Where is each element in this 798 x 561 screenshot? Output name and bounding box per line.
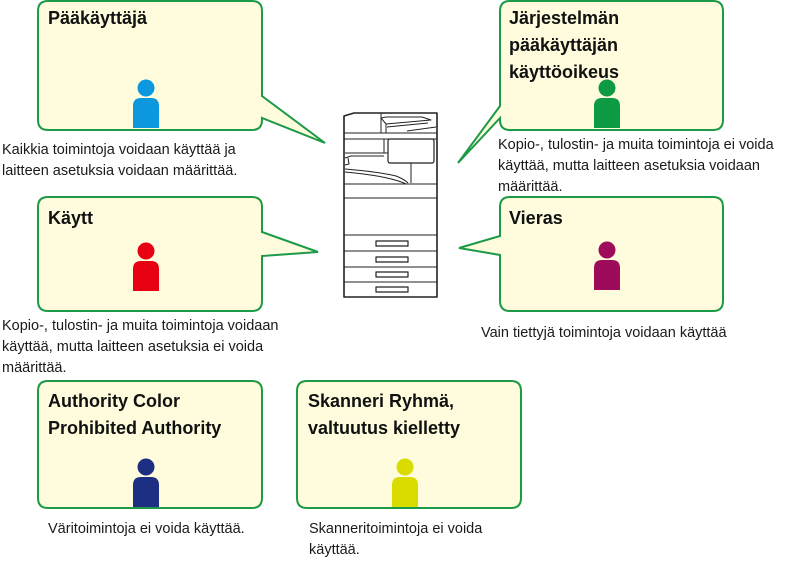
rounded-box-shape	[37, 380, 263, 509]
person-icon	[133, 79, 159, 128]
role-title-color-prohibited: Authority Color Prohibited Authority	[48, 388, 221, 442]
role-description-guest: Vain tiettyjä toimintoja voidaan käyttää	[481, 323, 727, 344]
title-line: Skanneri Ryhmä,	[308, 391, 455, 411]
role-description-color-prohibited: Väritoimintoja ei voida käyttää.	[48, 519, 245, 540]
person-head	[137, 242, 155, 260]
person-head	[598, 79, 616, 97]
rounded-box-shape	[296, 380, 522, 509]
description-line: Vain tiettyjä toimintoja voidaan käyttää	[481, 325, 727, 341]
title-line: Järjestelmän	[509, 8, 620, 28]
person-body	[594, 260, 620, 290]
speech-bubble-shape	[457, 0, 724, 164]
description-line: Kopio-, tulostin- ja muita toimintoja ei…	[498, 137, 774, 153]
role-title-scanner-prohibited: Skanneri Ryhmä, valtuutus kielletty	[308, 388, 460, 442]
person-icon	[133, 458, 159, 507]
person-head	[598, 241, 616, 259]
description-line: käyttää, mutta laitteen asetuksia ei voi…	[2, 339, 264, 355]
role-bubble-color-prohibited	[37, 380, 263, 509]
role-description-administrator: Kaikkia toimintoja voidaan käyttää ja la…	[2, 140, 237, 182]
title-line: pääkäyttäjän	[509, 35, 619, 55]
speech-bubble-shape	[458, 196, 724, 312]
role-description-system-admin-rights: Kopio-, tulostin- ja muita toimintoja ei…	[498, 135, 774, 198]
person-body	[133, 98, 159, 128]
description-line: käyttää.	[309, 542, 360, 558]
role-description-scanner-prohibited: Skanneritoimintoja ei voida käyttää.	[309, 519, 482, 561]
description-line: Väritoimintoja ei voida käyttää.	[48, 521, 245, 537]
person-icon	[594, 241, 620, 290]
person-head	[137, 79, 155, 97]
person-icon	[594, 79, 620, 128]
description-line: Skanneritoimintoja ei voida	[309, 521, 483, 537]
person-body	[133, 261, 159, 291]
person-head	[137, 458, 155, 476]
role-bubble-user	[37, 196, 319, 312]
multifunction-printer-icon	[343, 112, 438, 298]
role-title-guest: Vieras	[509, 208, 563, 228]
role-title-system-admin-rights: Järjestelmän pääkäyttäjän käyttöoikeus	[509, 5, 619, 86]
person-body	[594, 98, 620, 128]
description-line: määrittää.	[498, 179, 563, 195]
title-line: valtuutus kielletty	[308, 418, 461, 438]
role-bubble-scanner-prohibited	[296, 380, 522, 509]
speech-bubble-shape	[37, 196, 319, 312]
title-line: Prohibited Authority	[48, 418, 222, 438]
role-bubble-guest	[458, 196, 724, 312]
person-head	[396, 458, 414, 476]
person-body	[133, 477, 159, 507]
speech-bubble-shape	[37, 0, 326, 144]
person-body	[392, 477, 418, 507]
description-line: Kaikkia toimintoja voidaan käyttää ja	[2, 142, 236, 158]
role-bubble-system-admin-rights	[457, 0, 724, 164]
person-icon	[392, 458, 418, 507]
description-line: käyttää, mutta laitteen asetuksia voidaa…	[498, 158, 760, 174]
role-bubble-administrator	[37, 0, 326, 144]
role-title-administrator: Pääkäyttäjä	[48, 8, 148, 28]
description-line: määrittää.	[2, 360, 67, 376]
role-description-user: Kopio-, tulostin- ja muita toimintoja vo…	[2, 316, 278, 379]
title-line: Authority Color	[48, 391, 180, 411]
description-line: Kopio-, tulostin- ja muita toimintoja vo…	[2, 318, 279, 334]
role-title-user: Käytt	[48, 208, 94, 228]
title-line: käyttöoikeus	[509, 62, 620, 82]
person-icon	[133, 242, 159, 291]
description-line: laitteen asetuksia voidaan määrittää.	[2, 163, 238, 179]
